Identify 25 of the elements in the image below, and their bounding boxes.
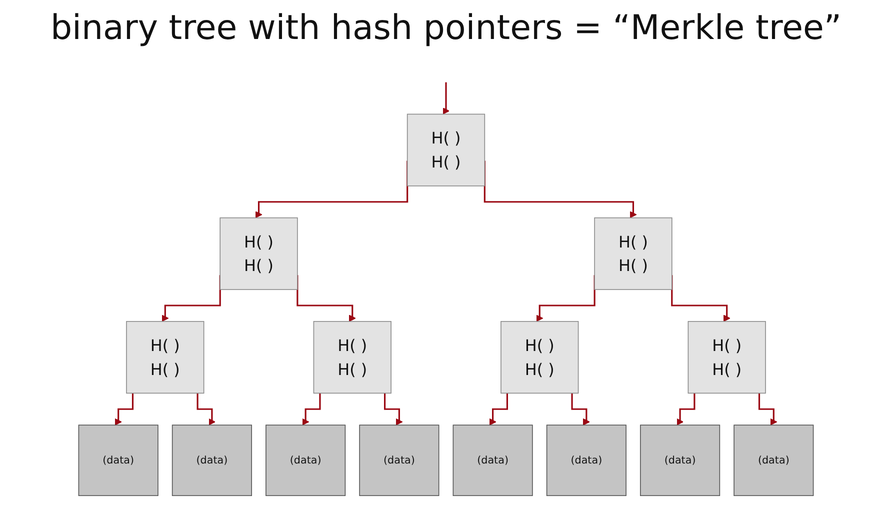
arrow	[384, 393, 403, 426]
arrow	[676, 393, 696, 426]
diagram-title: binary tree with hash pointers = “Merkle tree”	[49, 8, 843, 48]
arrow	[758, 393, 778, 426]
node-box: H( ) H( )	[688, 321, 766, 394]
node-box: (data)	[172, 424, 252, 496]
node-box: H( ) H( )	[406, 114, 486, 186]
node-box: (data)	[78, 424, 158, 496]
node-box: H( ) H( )	[594, 217, 672, 290]
arrow	[442, 82, 450, 114]
node-box: (data)	[640, 424, 720, 496]
node-box: (data)	[546, 424, 626, 496]
arrow	[489, 393, 508, 426]
node-box: H( ) H( )	[220, 217, 298, 290]
node-box: H( ) H( )	[500, 321, 579, 394]
arrow	[196, 393, 216, 426]
node-box: H( ) H( )	[126, 321, 204, 394]
node-box: (data)	[359, 424, 440, 496]
node-box: (data)	[734, 424, 814, 496]
node-box: (data)	[452, 424, 533, 496]
arrow	[114, 393, 134, 426]
arrow	[302, 393, 321, 426]
arrow	[571, 393, 590, 426]
node-box: H( ) H( )	[313, 321, 392, 394]
node-box: (data)	[266, 424, 346, 496]
